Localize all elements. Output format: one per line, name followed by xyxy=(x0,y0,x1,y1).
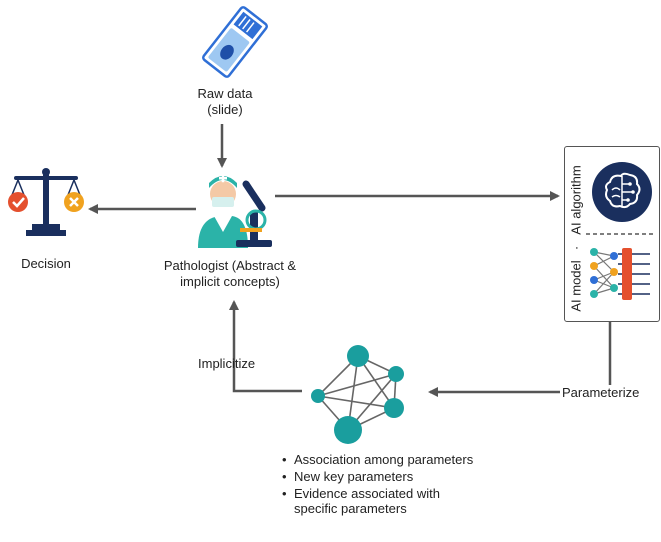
ai-model-label: AI model xyxy=(568,260,584,312)
implicitize-label: Implicitize xyxy=(198,356,256,371)
raw-data-label: Raw data (slide) xyxy=(180,86,270,118)
brain-chip-icon xyxy=(592,162,652,222)
raw-data-line1: Raw data xyxy=(197,86,253,101)
raw-data-line2: (slide) xyxy=(207,102,243,117)
list-item: Evidence associated with specific parame… xyxy=(282,486,482,516)
neural-net-icon xyxy=(590,248,650,300)
ai-algorithm-label: AI algorithm xyxy=(568,165,584,235)
ai-separator: · xyxy=(568,245,584,251)
network-graph-icon xyxy=(311,345,404,444)
ai-box-divider xyxy=(586,233,656,235)
scale-icon xyxy=(8,168,84,236)
pathologist-microscope-icon xyxy=(198,174,272,248)
arrow-network-to-pathologist xyxy=(229,300,302,393)
pathologist-line1: Pathologist (Abstract & xyxy=(163,258,297,273)
outcomes-list: Association among parameters New key par… xyxy=(282,452,482,518)
pathologist-line2: implicit concepts) xyxy=(180,274,280,289)
slide-icon xyxy=(202,6,268,78)
pathologist-label: Pathologist (Abstract & implicit concept… xyxy=(150,258,310,290)
list-item: Association among parameters xyxy=(282,452,482,467)
arrow-ai-to-network xyxy=(428,322,612,397)
list-item: New key parameters xyxy=(282,469,482,484)
ai-vertical-label: AI algorithm · AI model xyxy=(567,150,585,316)
decision-label: Decision xyxy=(21,256,71,271)
parameterize-label: Parameterize xyxy=(560,385,642,401)
